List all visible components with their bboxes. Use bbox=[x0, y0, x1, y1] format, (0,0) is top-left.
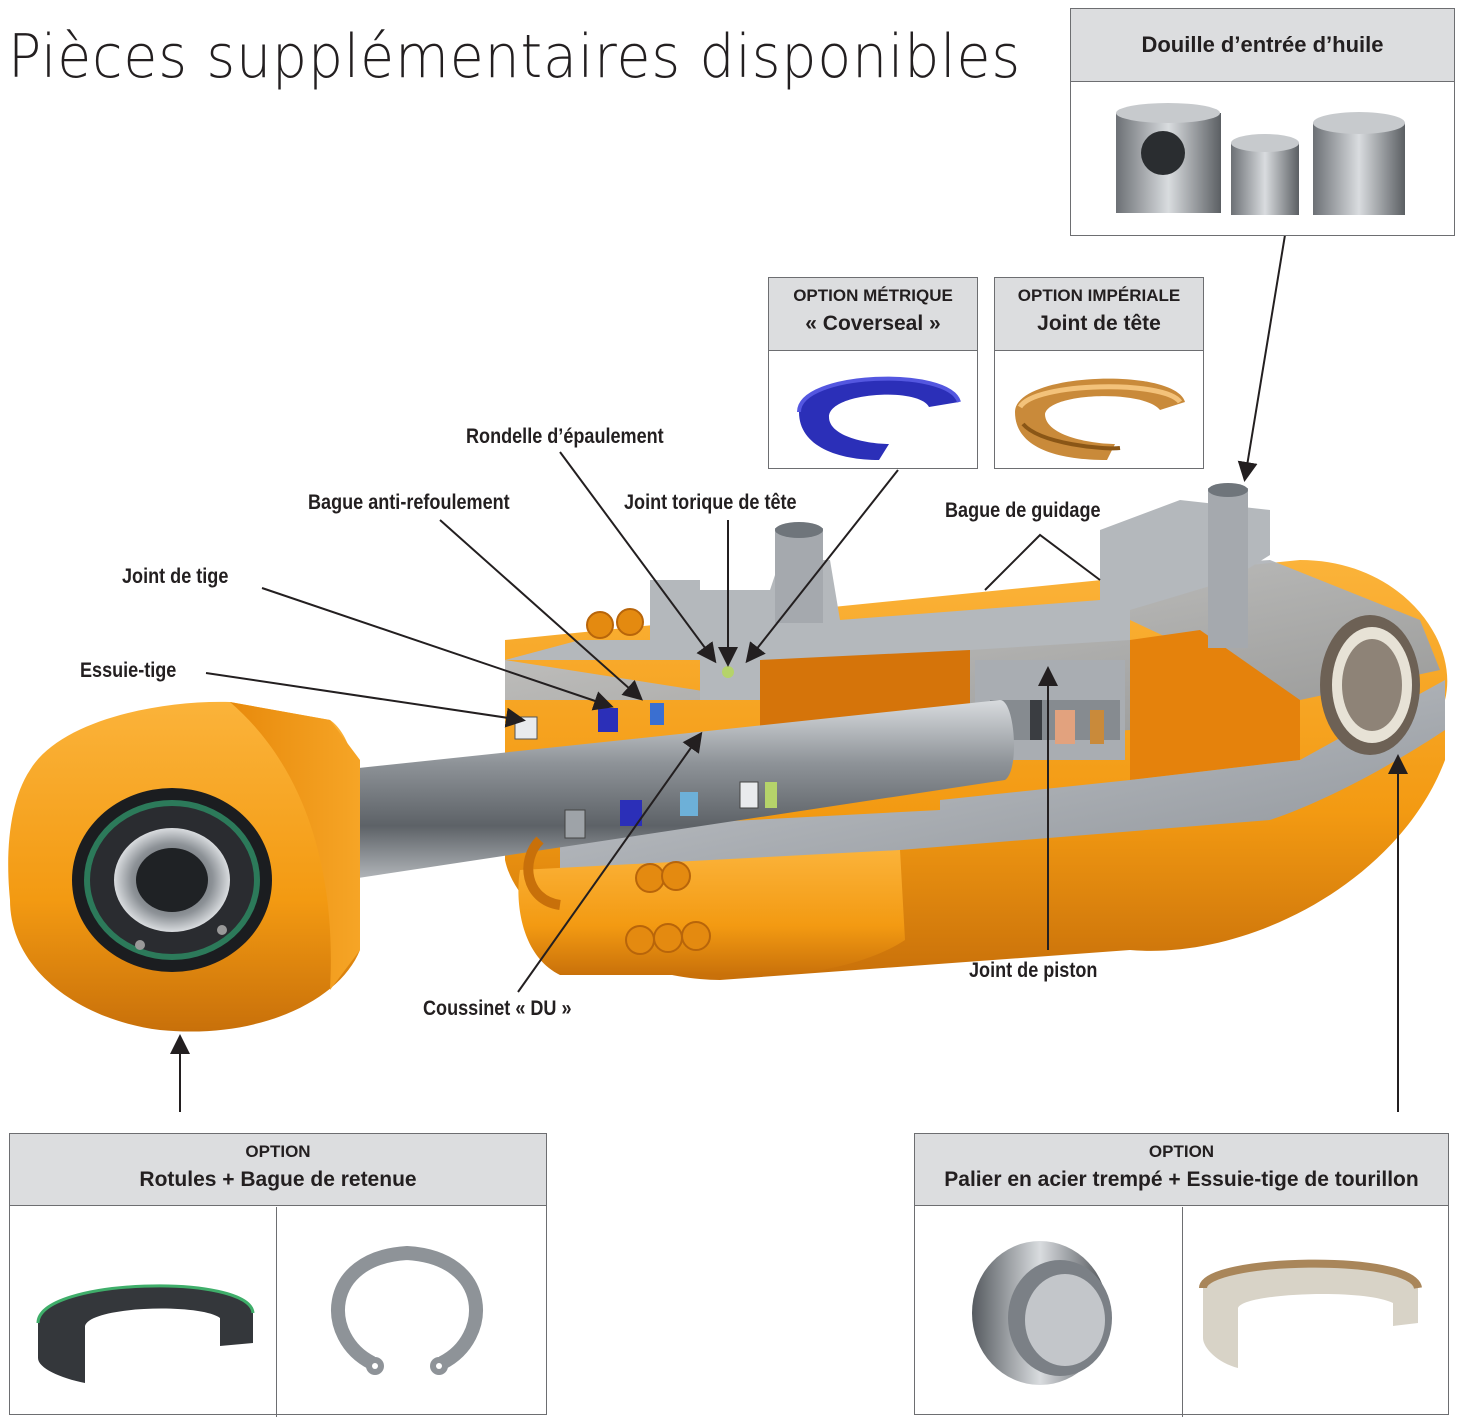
label-rod-seal: Joint de tige bbox=[122, 565, 229, 588]
trunnion-wiper-image bbox=[1199, 1259, 1422, 1368]
ball-bushing-divider bbox=[276, 1207, 277, 1417]
ball-bushing-line2: Rotules + Bague de retenue bbox=[139, 1168, 417, 1191]
hardened-bearing-header: OPTION Palier en acier trempé + Essuie-t… bbox=[915, 1134, 1448, 1206]
head-seal-image bbox=[1015, 378, 1185, 460]
label-piston-seal: Joint de piston bbox=[969, 959, 1098, 982]
coverseal-image bbox=[797, 376, 961, 460]
metric-option-box: OPTION MÉTRIQUE « Coverseal » bbox=[768, 277, 978, 469]
imperial-option-line1: OPTION IMPÉRIALE bbox=[1017, 286, 1181, 305]
hardened-bearing-line1: OPTION bbox=[1148, 1142, 1215, 1161]
oil-inlet-box: Douille d’entrée d’huile bbox=[1070, 8, 1455, 236]
steel-bearing-image bbox=[972, 1241, 1112, 1385]
label-wear-ring: Bague de guidage bbox=[945, 499, 1101, 522]
label-shoulder-washer: Rondelle d’épaulement bbox=[466, 425, 664, 448]
label-du-bushing: Coussinet « DU » bbox=[423, 997, 572, 1020]
hardened-bearing-divider bbox=[1182, 1207, 1183, 1417]
hardened-bearing-line2: Palier en acier trempé + Essuie-tige de … bbox=[944, 1168, 1419, 1191]
imperial-option-box: OPTION IMPÉRIALE Joint de tête bbox=[994, 277, 1204, 469]
label-backup-ring: Bague anti-refoulement bbox=[308, 491, 510, 514]
retaining-ring-image bbox=[331, 1245, 483, 1375]
oil-inlet-image bbox=[1116, 103, 1405, 215]
hardened-bearing-option-box: OPTION Palier en acier trempé + Essuie-t… bbox=[914, 1133, 1449, 1417]
oil-inlet-title: Douille d’entrée d’huile bbox=[1071, 9, 1454, 82]
metric-option-line2: « Coverseal » bbox=[805, 312, 941, 335]
metric-option-header: OPTION MÉTRIQUE « Coverseal » bbox=[769, 278, 977, 351]
page-title: Pièces supplémentaires disponibles bbox=[8, 22, 1022, 92]
imperial-option-line2: Joint de tête bbox=[1037, 312, 1161, 335]
label-head-oring: Joint torique de tête bbox=[624, 491, 797, 514]
label-wiper: Essuie-tige bbox=[80, 659, 177, 682]
imperial-option-header: OPTION IMPÉRIALE Joint de tête bbox=[995, 278, 1203, 351]
metric-option-line1: OPTION MÉTRIQUE bbox=[793, 286, 953, 305]
ball-bushing-option-box: OPTION Rotules + Bague de retenue bbox=[9, 1133, 547, 1417]
ball-bushing-line1: OPTION bbox=[245, 1142, 311, 1161]
spherical-bearing-image bbox=[36, 1284, 255, 1383]
ball-bushing-header: OPTION Rotules + Bague de retenue bbox=[10, 1134, 546, 1206]
